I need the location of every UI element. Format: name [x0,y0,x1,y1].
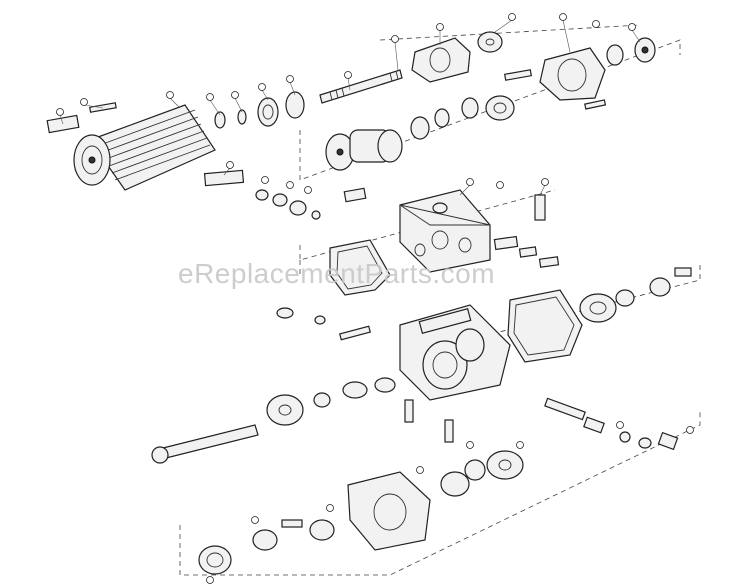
valve-block-gasket [329,239,391,296]
motor-hardware [255,189,321,220]
watermark-text: eReplacementParts.com [178,258,496,289]
lower-gasket [507,289,583,363]
lower-pump-housing [399,304,511,401]
front-bearing-set [214,91,305,129]
base-bearing-set [198,519,335,575]
valve-block-housing [399,189,491,273]
lower-drive-shaft [151,392,331,464]
upper-swash-parts [410,69,533,140]
relief-valve-set [343,187,560,268]
upper-cover-plate [411,31,503,83]
right-bearing-set [579,267,692,323]
callout-bubbles [56,13,694,584]
base-flange-housing [347,450,524,551]
electric-motor [46,102,245,191]
upper-drive-shaft [319,69,403,104]
callout-leaders [59,19,641,196]
upper-end-housing [539,37,656,110]
piston-barrel [325,129,403,171]
lower-relief-valve [544,397,679,451]
lower-shaft-and-seals [276,307,454,443]
